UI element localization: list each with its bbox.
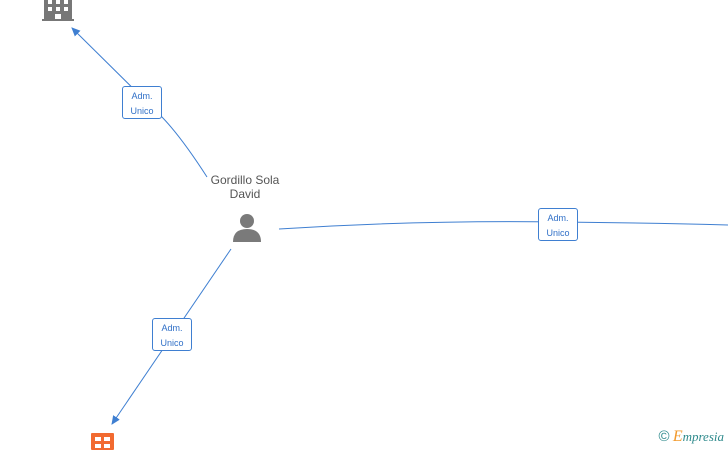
edge-label-line1: Adm. [161, 323, 183, 333]
edge-label-line2: Unico [546, 228, 570, 238]
edge-label-top[interactable]: Adm. Unico [122, 86, 162, 119]
brand-logo: © Empresia [659, 428, 725, 446]
building-icon[interactable] [42, 0, 74, 21]
person-name-line1: Gordillo Sola [210, 173, 280, 187]
edge-label-line2: Unico [160, 338, 184, 348]
brand-name: mpresia [682, 429, 724, 444]
copyright-symbol: © [658, 428, 670, 445]
person-name[interactable]: Gordillo Sola David [196, 173, 294, 201]
brand-initial: E [672, 428, 683, 445]
edge-label-line2: Unico [130, 106, 154, 116]
person-name-line2: David [229, 187, 261, 201]
edge-label-bottom[interactable]: Adm. Unico [152, 318, 192, 351]
company-grid-icon[interactable] [91, 433, 114, 450]
edge-label-line1: Adm. [131, 91, 153, 101]
person-icon[interactable] [233, 214, 261, 242]
edge-to-company-right[interactable] [278, 221, 728, 230]
edge-label-line1: Adm. [547, 213, 569, 223]
edge-label-right[interactable]: Adm. Unico [538, 208, 578, 241]
